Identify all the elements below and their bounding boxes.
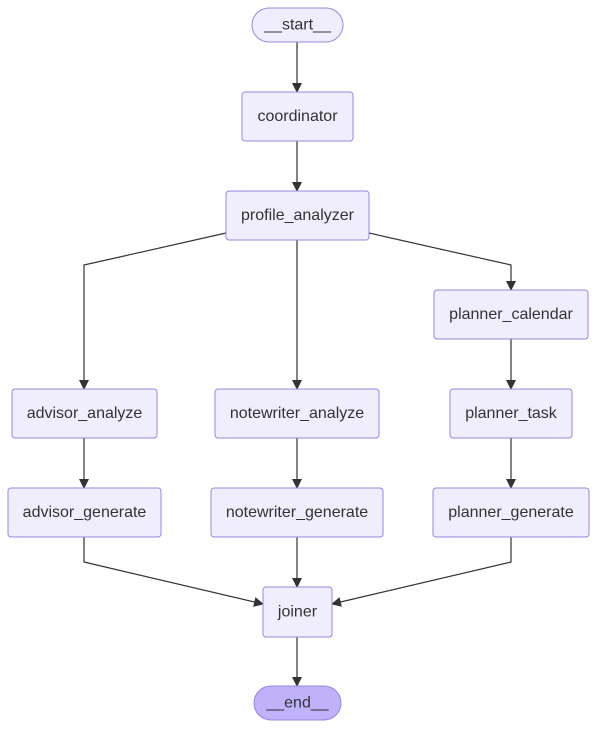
node-box[interactable] xyxy=(253,685,342,721)
node-box[interactable] xyxy=(210,487,384,538)
node-notewriter-generate[interactable]: notewriter_generate xyxy=(210,487,384,538)
node-box[interactable] xyxy=(7,487,162,538)
node-label: planner_calendar xyxy=(449,306,573,323)
node-box[interactable] xyxy=(433,289,589,340)
node-label: planner_generate xyxy=(448,504,574,521)
node-box[interactable] xyxy=(241,91,354,142)
node-box[interactable] xyxy=(11,388,158,439)
node-coordinator[interactable]: coordinator xyxy=(241,91,354,142)
node-label: notewriter_analyze xyxy=(230,405,364,422)
node-advisor-analyze[interactable]: advisor_analyze xyxy=(11,388,158,439)
edge-line xyxy=(368,232,516,291)
node-box[interactable] xyxy=(214,388,380,439)
edge-profile_analyzer-to-advisor_analyze xyxy=(79,232,227,390)
node-box[interactable] xyxy=(449,388,573,439)
node-joiner[interactable]: joiner xyxy=(262,586,333,638)
node-label: joiner xyxy=(277,604,318,621)
edges-layer xyxy=(79,42,516,687)
node-label: profile_analyzer xyxy=(241,207,355,224)
edge-planner_generate-to-joiner xyxy=(331,537,512,607)
node-start[interactable]: __start__ xyxy=(251,7,344,43)
node-label: coordinator xyxy=(257,108,338,125)
node-box[interactable] xyxy=(262,586,333,638)
node-planner-task[interactable]: planner_task xyxy=(449,388,573,439)
node-box[interactable] xyxy=(432,487,590,538)
node-profile-analyzer[interactable]: profile_analyzer xyxy=(225,190,370,241)
edge-advisor_generate-to-joiner xyxy=(83,537,264,607)
edge-line xyxy=(331,537,512,607)
edge-line xyxy=(79,232,227,390)
nodes-layer: __start__ coordinator profile_analyzerplan… xyxy=(7,7,590,721)
node-box[interactable] xyxy=(251,7,344,43)
node-planner-calendar[interactable]: planner_calendar xyxy=(433,289,589,340)
node-box[interactable] xyxy=(225,190,370,241)
node-planner-generate[interactable]: planner_generate xyxy=(432,487,590,538)
node-end[interactable]: __end__ xyxy=(253,685,342,721)
edge-line xyxy=(83,537,264,607)
node-label: planner_task xyxy=(465,405,558,422)
node-notewriter-analyze[interactable]: notewriter_analyze xyxy=(214,388,380,439)
node-label: advisor_generate xyxy=(23,504,147,521)
node-advisor-generate[interactable]: advisor_generate xyxy=(7,487,162,538)
node-label: notewriter_generate xyxy=(226,504,368,521)
node-label: __end__ xyxy=(265,695,329,712)
node-label: advisor_analyze xyxy=(27,405,143,422)
node-label: __start__ xyxy=(263,17,332,34)
edge-profile_analyzer-to-planner_calendar xyxy=(368,232,516,291)
